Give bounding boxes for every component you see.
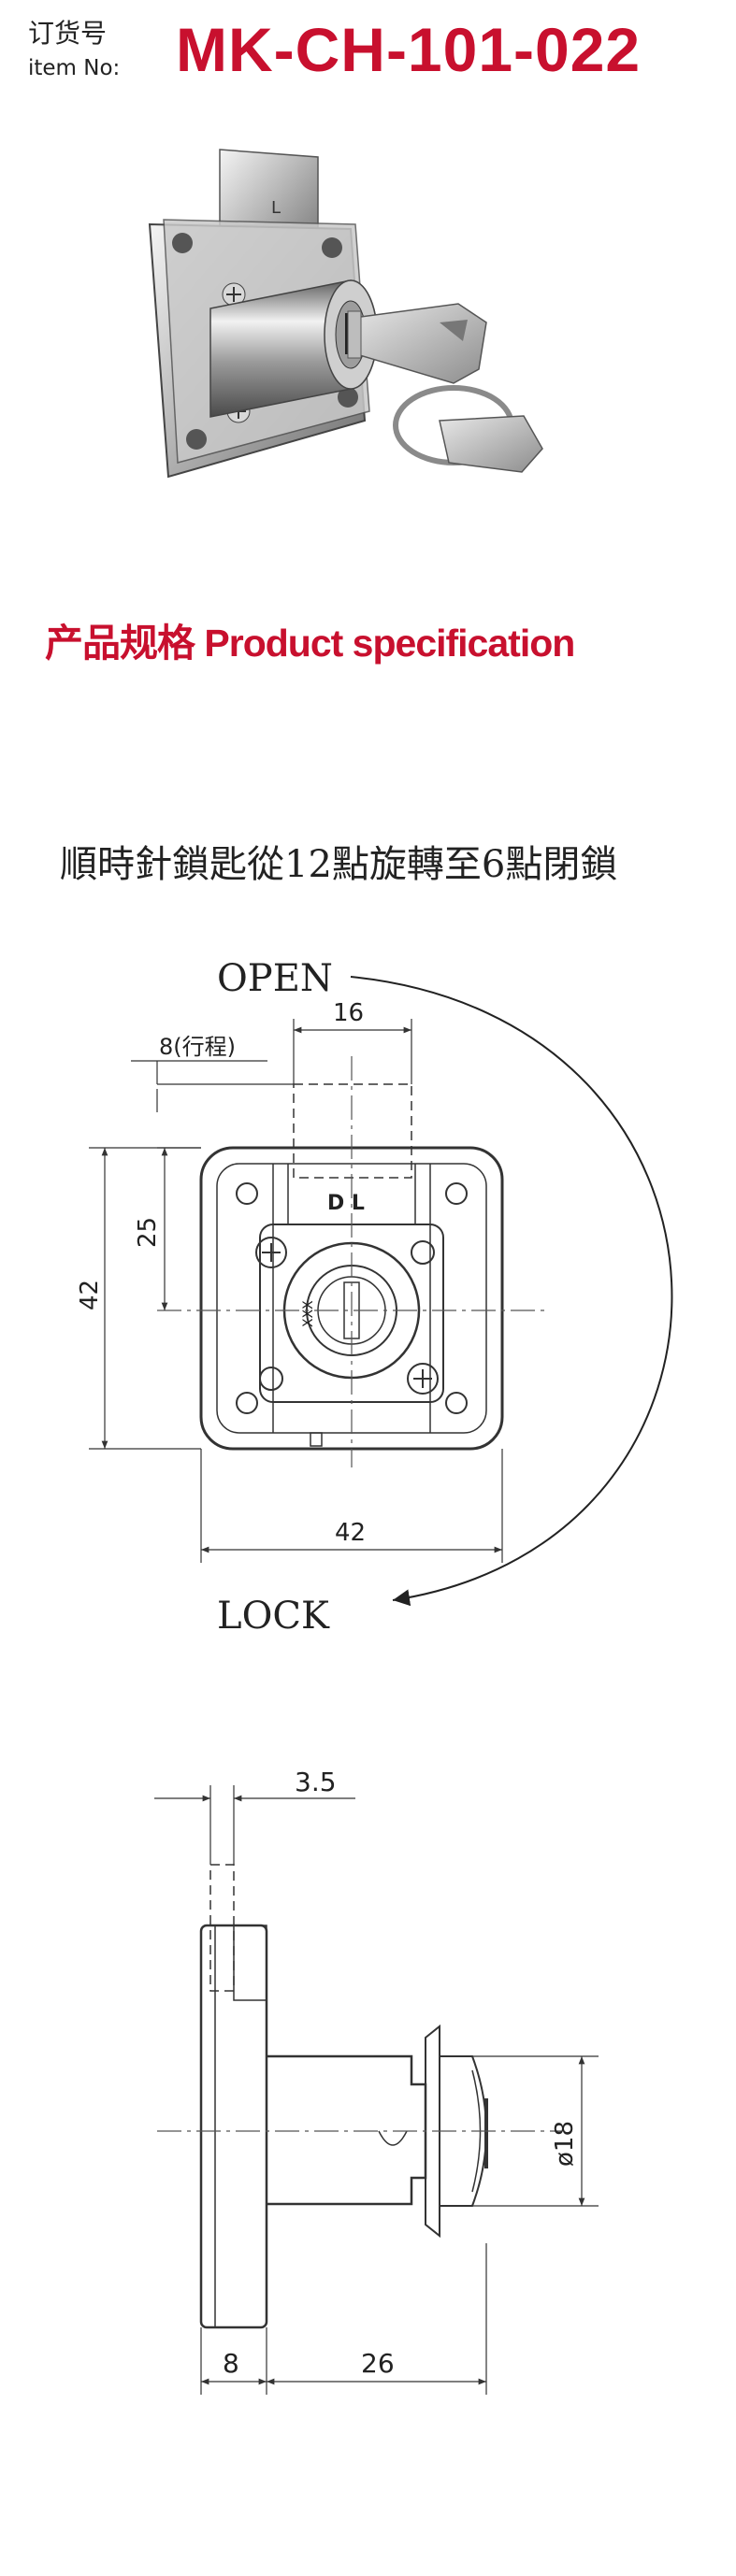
rotation-arc <box>350 976 673 1607</box>
lock-label: LOCK <box>217 1595 330 1638</box>
dim-bolt-height: 25 <box>134 1217 162 1248</box>
dim-cylinder-diameter: ø18 <box>551 2121 579 2167</box>
front-view: OPEN LOCK D L XXX <box>76 957 673 1638</box>
item-number-label-en: item No: <box>28 56 121 80</box>
item-code: MK-CH-101-022 <box>176 15 642 84</box>
rotation-instruction: 順時針鎖匙從12點旋轉至6點閉鎖 <box>60 843 618 886</box>
dim-cylinder-length: 26 <box>361 2348 395 2379</box>
side-view: 3.5 ø18 8 26 <box>154 1767 599 2395</box>
open-label: OPEN <box>217 957 333 1000</box>
dim-bolt-width: 16 <box>333 999 364 1027</box>
spec-title: 产品规格 Product specification <box>45 622 575 665</box>
item-number-label-cn: 订货号 <box>28 18 108 49</box>
photo-marking: L <box>271 198 281 218</box>
dim-body-height: 42 <box>76 1280 104 1310</box>
product-photo: L <box>148 149 543 479</box>
dim-bolt-thickness: 3.5 <box>295 1767 337 1797</box>
dim-body-width: 42 <box>335 1519 366 1547</box>
bolt-marking: D L <box>327 1192 365 1215</box>
dim-flange-thickness: 8 <box>223 2348 239 2379</box>
key-marking: XXX <box>301 1300 316 1327</box>
dim-travel: 8(行程) <box>159 1034 236 1060</box>
